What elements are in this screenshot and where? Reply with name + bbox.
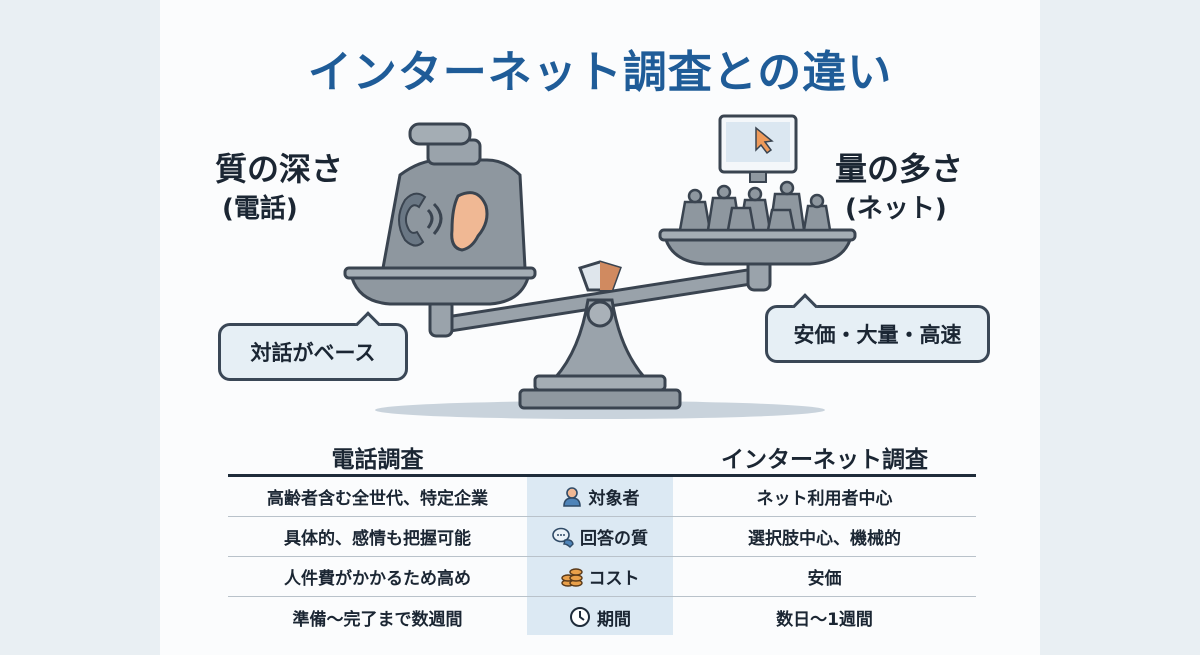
internet-cell: 数日〜1週間	[776, 609, 873, 630]
internet-cell: ネット利用者中心	[756, 489, 893, 509]
scale-shadow	[375, 401, 825, 419]
clock-icon	[570, 607, 590, 627]
left-bubble-text: 対話がベース	[250, 341, 376, 365]
left-speech-bubble: 対話がベース	[218, 311, 408, 381]
right-speech-bubble: 安価・大量・高速	[765, 293, 990, 363]
speech-bubbles-icon	[552, 527, 574, 548]
table-row: 人件費がかかるため高め コスト 安価	[228, 557, 976, 597]
header-phone-survey: 電話調査	[331, 447, 424, 473]
phone-cell: 人件費がかかるため高め	[284, 569, 471, 589]
right-subheading: (ネット)	[845, 194, 947, 224]
category-label: コスト	[588, 569, 640, 589]
internet-cell: 安価	[807, 569, 842, 589]
right-pan	[663, 238, 853, 266]
left-heading: 質の深さ	[215, 150, 344, 188]
left-pan	[349, 276, 531, 306]
table-row: 具体的、感情も把握可能 回答の質 選択肢中心、機械的	[228, 517, 976, 557]
phone-cell: 高齢者含む全世代、特定企業	[267, 489, 488, 509]
scale-base	[518, 388, 682, 410]
table-row: 準備〜完了まで数週間 期間 数日〜1週間	[228, 597, 976, 637]
phone-cell: 準備〜完了まで数週間	[292, 609, 463, 630]
phone-icon	[398, 192, 427, 247]
header-divider	[228, 474, 976, 477]
category-label: 期間	[597, 609, 631, 630]
small-weights	[678, 180, 832, 232]
right-heading: 量の多さ	[835, 150, 964, 188]
internet-cell: 選択肢中心、機械的	[748, 529, 901, 549]
left-subheading: (電話)	[222, 194, 298, 224]
header-internet-survey: インターネット調査	[721, 447, 928, 473]
person-icon	[562, 486, 581, 507]
balance-scale-illustration	[343, 114, 857, 419]
page-title: インターネット調査との違い	[307, 47, 893, 98]
category-label: 回答の質	[580, 529, 648, 549]
right-bubble-text: 安価・大量・高速	[793, 323, 962, 347]
coins-icon	[560, 567, 583, 587]
phone-cell: 具体的、感情も把握可能	[284, 529, 471, 549]
ear-icon	[450, 191, 489, 252]
cursor-icon	[755, 126, 774, 155]
category-label: 対象者	[588, 489, 640, 509]
sound-waves-icon	[426, 202, 443, 235]
table-row: 高齢者含む全世代、特定企業 対象者 ネット利用者中心	[228, 477, 976, 517]
